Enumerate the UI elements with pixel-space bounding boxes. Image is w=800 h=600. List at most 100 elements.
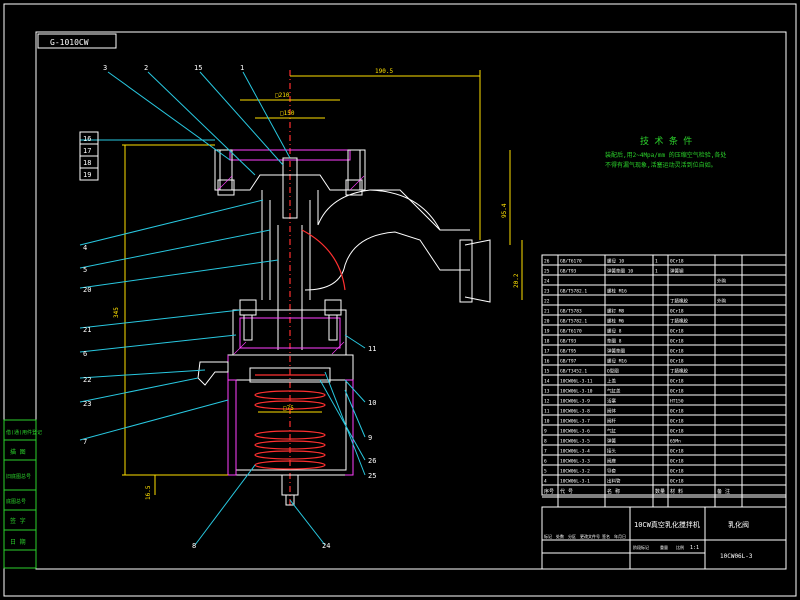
bom-cell: 丁腈橡胶: [670, 368, 688, 375]
bom-cell: 19: [544, 329, 550, 335]
bom-cell: 23: [544, 289, 550, 295]
bom-cell: 螺钉 M8: [607, 308, 624, 315]
callout-left-6: 20: [83, 286, 91, 294]
callout-left-11: 7: [83, 438, 87, 446]
bom-cell: 0Cr18: [670, 389, 684, 395]
callout-left-5: 5: [83, 266, 87, 274]
tb-left-1: 处数: [556, 533, 564, 539]
bom-cell: 0Cr18: [670, 339, 684, 345]
callout-right-0: 11: [368, 345, 376, 353]
callout-right-5: 24: [322, 542, 330, 550]
bom-cell: 20: [544, 319, 550, 325]
dim-flange-dia: □210: [275, 92, 290, 99]
callout-left-2: 18: [83, 159, 91, 167]
bom-cell: 1: [655, 259, 658, 265]
bom-cell: 10CW06L-3-7: [560, 419, 590, 425]
bom-cell: GB/T95: [560, 349, 577, 355]
bom-cell: 导套: [607, 468, 616, 475]
bom-cell: 0Cr18: [670, 349, 684, 355]
bom-cell: 丁腈橡胶: [670, 298, 688, 305]
bom-cell: 0Cr18: [670, 379, 684, 385]
dimension-lines: 190.5 □210 □150 345 95.4 20.2 16.5 □75: [113, 68, 523, 500]
dim-body-height: 345: [113, 307, 120, 318]
bom-cell: 阀体: [607, 408, 616, 415]
bom-cell: GB/T6170: [560, 329, 582, 335]
bom-cell: O型圈: [607, 368, 619, 375]
bom-header-cell: 代 号: [560, 488, 573, 495]
bom-header-cell: 备 注: [717, 488, 730, 495]
callout-top-2: 15: [194, 64, 202, 72]
callout-left-1: 17: [83, 147, 91, 155]
side-label-5: 日 期: [10, 538, 26, 546]
tb-left-2: 分区: [568, 533, 576, 539]
assembly-name: 乳化阀: [728, 520, 749, 529]
bom-cell: 0Cr18: [670, 359, 684, 365]
bom-cell: 4: [544, 479, 547, 485]
callouts-right: 11 10 9 26 25 24: [322, 345, 376, 550]
bom-cell: 0Cr18: [670, 309, 684, 315]
callout-left-8: 6: [83, 350, 87, 358]
bom-cell: 6: [544, 459, 547, 465]
callout-top-1: 2: [144, 64, 148, 72]
bom-cell: 气缸盖: [607, 388, 621, 395]
bom-cell: 0Cr18: [670, 429, 684, 435]
tech-heading: 技 术 条 件: [640, 135, 692, 147]
bom-cell: 0Cr18: [670, 479, 684, 485]
bom-cell: 10CW06L-3-5: [560, 439, 590, 445]
bom-cell: 10CW06L-3-1: [560, 479, 590, 485]
bom-cell: 螺栓 M16: [607, 288, 627, 295]
side-label-0: 借(通)用件登记: [6, 429, 42, 436]
bom-cell: 出料管: [607, 478, 621, 485]
bom-cell: 0Cr18: [670, 449, 684, 455]
callout-left-9: 22: [83, 376, 91, 384]
bom-cell: GB/T93: [560, 269, 577, 275]
tb-mid-0: 阶段标记: [633, 544, 649, 550]
side-registration-table: 借(通)用件登记 描 图 旧底图总号 底图总号 签 字 日 期: [3, 419, 42, 569]
bom-cell: 弹簧垫圈: [607, 348, 625, 355]
dim-cyl-dia: □75: [283, 405, 294, 412]
bom-cell: 活塞: [607, 398, 616, 405]
bom-cell: 垫圈 8: [607, 338, 622, 345]
tech-requirements: 技 术 条 件 装配后,用2~4Mpa/mm 的压缩空气检验,各处 不得有漏气现…: [605, 135, 726, 169]
bom-cell: 接头: [607, 448, 616, 455]
bom-cell: 10CW06L-3-3: [560, 459, 590, 465]
bom-cell: 10CW06L-3-9: [560, 399, 590, 405]
bom-cell: 24: [544, 279, 550, 285]
drawing-stamp: G-1010CW: [50, 38, 89, 47]
bom-cell: 弹簧垫圈 10: [607, 268, 633, 275]
drawing-scale: 1:1: [690, 545, 699, 551]
callout-left-12: 8: [192, 542, 196, 550]
bom-header-cell: 数量: [655, 488, 665, 495]
bom-cell: 10CW06L-3-10: [560, 389, 593, 395]
bom-cell: 8: [544, 439, 547, 445]
bom-cell: 弹簧: [607, 438, 616, 445]
bom-header-cell: 材 料: [670, 488, 683, 495]
tb-left-0: 标记: [544, 533, 552, 539]
bom-cell: 9: [544, 429, 547, 435]
bom-cell: 15: [544, 369, 550, 375]
bom-cell: 7: [544, 449, 547, 455]
bom-header-cell: 序号: [544, 488, 554, 495]
bom-cell: 螺栓 M6: [607, 318, 624, 325]
bom-cell: 0Cr18: [670, 329, 684, 335]
bom-cell: 10: [544, 419, 550, 425]
callout-left-4: 4: [83, 244, 87, 252]
bom-cell: 外购: [717, 298, 726, 305]
bom-cell: GB/T5782.1: [560, 319, 587, 325]
callout-top-0: 3: [103, 64, 107, 72]
bom-cell: 1: [655, 269, 658, 275]
callout-left-7: 21: [83, 326, 91, 334]
bom-cell: 弹簧钢: [670, 268, 684, 275]
callout-left-10: 23: [83, 400, 91, 408]
bom-cell: GB/T93: [560, 339, 577, 345]
drawing-stamp-box: [37, 33, 117, 49]
bom-cell: 阀杆: [607, 418, 616, 425]
bom-cell: 0Cr18: [670, 259, 684, 265]
drawing-title: 10CW真空乳化搅拌机: [634, 520, 700, 529]
bom-cell: 16: [544, 359, 550, 365]
callout-right-2: 9: [368, 434, 372, 442]
dim-outlet-height: 95.4: [501, 203, 508, 218]
bom-cell: 0Cr18: [670, 459, 684, 465]
bom-cell: 12: [544, 399, 550, 405]
